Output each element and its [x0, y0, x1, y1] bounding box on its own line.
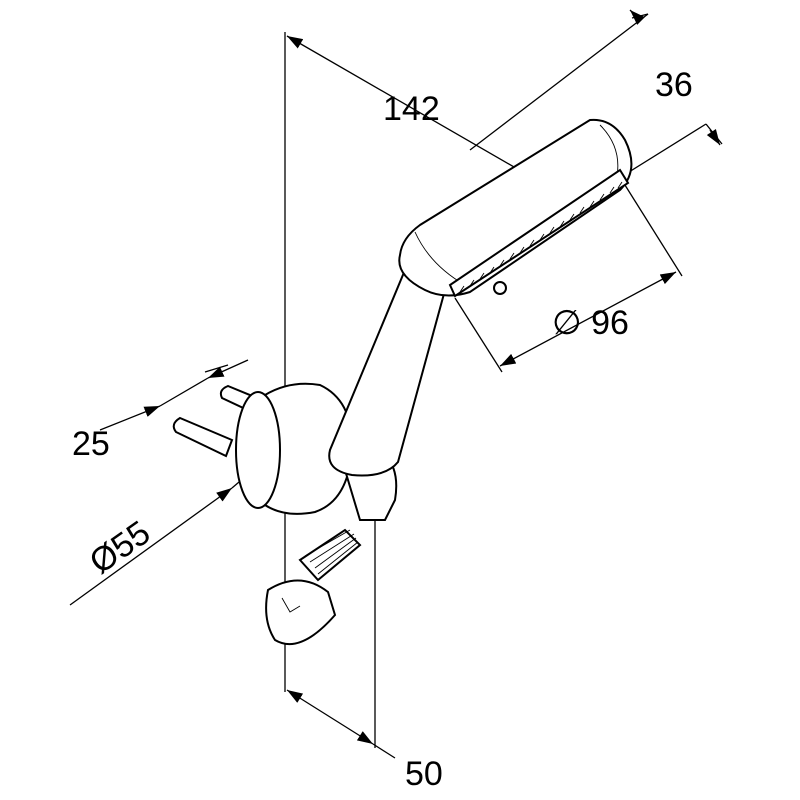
dimension-36-label: 36	[655, 66, 693, 104]
dimension-50-label: 50	[405, 755, 443, 793]
dimension-d96-label: ∅ 96	[552, 304, 629, 342]
wall-bracket	[235, 382, 398, 521]
dimension-d55-label: Ø55	[83, 514, 157, 582]
wall-plug-lower	[172, 416, 234, 458]
dimension-25-label: 25	[72, 425, 110, 463]
dimension-50: 50	[286, 689, 443, 793]
dimension-142: 142	[286, 13, 649, 230]
spray-face	[448, 168, 630, 298]
bracket-rosette	[235, 391, 281, 509]
hose	[265, 528, 362, 645]
shower-head	[398, 118, 633, 298]
dimension-25: 25	[72, 359, 249, 463]
shower-handle	[328, 268, 447, 477]
hose-nut	[265, 579, 337, 645]
dimension-142-label: 142	[383, 90, 440, 128]
